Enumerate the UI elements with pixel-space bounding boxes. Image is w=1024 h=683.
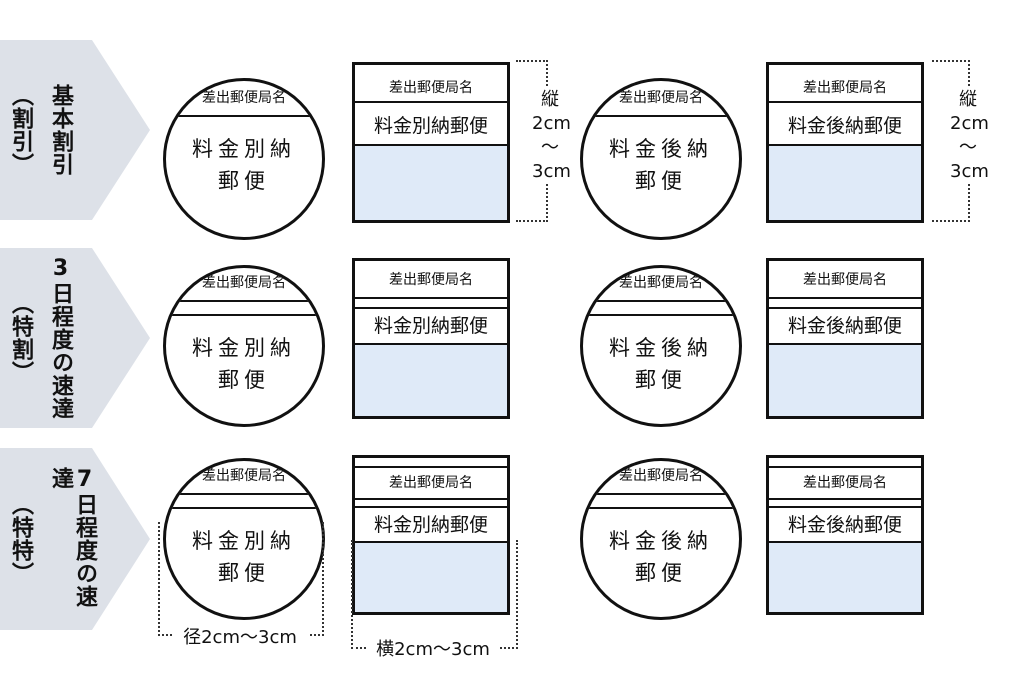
- divider-line: [769, 297, 921, 299]
- divider-line: [769, 343, 921, 345]
- stamp-text-line1: 料金別納: [192, 529, 296, 553]
- office-name: 差出郵便局名: [803, 475, 887, 491]
- width-label: 横2cm〜3cm: [366, 638, 500, 662]
- height-dimension-label-2: 縦 2cm ～ 3cm: [950, 88, 989, 184]
- row-subtitle: （特特）: [8, 493, 33, 585]
- divider-line: [355, 506, 507, 508]
- row-title: 基本割引: [48, 84, 73, 176]
- ato-rect-stamp: 差出郵便局名料金後納郵便: [766, 62, 924, 223]
- stamp-text: 料金別納郵便: [373, 514, 488, 536]
- fill-area: [769, 541, 921, 612]
- fill-area: [769, 144, 921, 220]
- divider-line: [355, 498, 507, 500]
- dim-text: ～: [959, 137, 977, 158]
- row-subtitle: （特割）: [8, 292, 33, 384]
- divider-line: [769, 101, 921, 103]
- dim-text: 2cm: [950, 113, 989, 134]
- betsu-rect-stamp: 差出郵便局名料金別納郵便: [352, 258, 510, 419]
- divider-line: [769, 307, 921, 309]
- fill-area: [355, 343, 507, 416]
- stamp-text-line2: 郵便: [218, 561, 270, 585]
- divider-line: [769, 506, 921, 508]
- office-name: 差出郵便局名: [619, 90, 703, 106]
- stamp-text: 料金別納郵便: [373, 315, 488, 337]
- width-dimension-line: [351, 540, 518, 649]
- divider-line: [355, 297, 507, 299]
- divider-line: [355, 541, 507, 543]
- betsu-rect-stamp: 差出郵便局名料金別納郵便: [352, 62, 510, 223]
- divider-line: [166, 314, 322, 316]
- office-name: 差出郵便局名: [803, 272, 887, 288]
- row-title: 7日程度の速達: [48, 467, 97, 608]
- stamp-text: 料金後納郵便: [787, 514, 902, 536]
- diameter-dimension-line: [158, 522, 324, 636]
- office-name: 差出郵便局名: [389, 80, 473, 96]
- stamp-text-line1: 料金後納: [609, 336, 713, 360]
- stamp-text-line1: 料金後納: [609, 137, 713, 161]
- office-name: 差出郵便局名: [619, 275, 703, 291]
- stamp-text: 料金後納郵便: [787, 115, 902, 137]
- stamp-text-line2: 郵便: [218, 368, 270, 392]
- stamp-text-line2: 郵便: [635, 169, 687, 193]
- stamp-text: 料金後納郵便: [787, 315, 902, 337]
- divider-line: [769, 541, 921, 543]
- ato-circle-stamp: 差出郵便局名料金後納郵便: [580, 265, 742, 427]
- ato-rect-stamp: 差出郵便局名料金後納郵便: [766, 455, 924, 615]
- row-title: 3日程度の速達: [48, 256, 73, 420]
- dim-text: ～: [541, 137, 559, 158]
- stamp-text-line1: 料金別納: [192, 336, 296, 360]
- office-name: 差出郵便局名: [202, 275, 286, 291]
- office-name: 差出郵便局名: [803, 80, 887, 96]
- divider-line: [769, 466, 921, 468]
- dim-text: 2cm: [532, 113, 571, 134]
- ato-rect-stamp: 差出郵便局名料金後納郵便: [766, 258, 924, 419]
- divider-line: [583, 314, 739, 316]
- office-name: 差出郵便局名: [202, 468, 286, 484]
- divider-line: [166, 493, 322, 495]
- betsu-rect-stamp: 差出郵便局名料金別納郵便: [352, 455, 510, 615]
- office-name: 差出郵便局名: [389, 272, 473, 288]
- dim-text: 3cm: [532, 161, 571, 182]
- office-name: 差出郵便局名: [389, 475, 473, 491]
- diameter-label: 径2cm〜3cm: [172, 626, 308, 650]
- divider-line: [355, 466, 507, 468]
- office-name: 差出郵便局名: [619, 468, 703, 484]
- stamp-text-line1: 料金別納: [192, 137, 296, 161]
- row-subtitle: （割引）: [8, 84, 33, 176]
- divider-line: [583, 115, 739, 117]
- stamp-text: 料金別納郵便: [373, 115, 488, 137]
- divider-line: [166, 507, 322, 509]
- divider-line: [769, 498, 921, 500]
- divider-line: [355, 343, 507, 345]
- betsu-circle-stamp: 差出郵便局名料金別納郵便: [163, 78, 325, 240]
- divider-line: [583, 300, 739, 302]
- fill-area: [355, 144, 507, 220]
- stamp-text-line1: 料金後納: [609, 529, 713, 553]
- betsu-circle-stamp: 差出郵便局名料金別納郵便: [163, 458, 325, 620]
- dim-text: 3cm: [950, 161, 989, 182]
- stamp-text-line2: 郵便: [635, 368, 687, 392]
- divider-line: [355, 101, 507, 103]
- height-dimension-label-1: 縦 2cm ～ 3cm: [532, 88, 571, 184]
- divider-line: [166, 115, 322, 117]
- divider-line: [355, 144, 507, 146]
- ato-circle-stamp: 差出郵便局名料金後納郵便: [580, 78, 742, 240]
- divider-line: [583, 507, 739, 509]
- divider-line: [166, 300, 322, 302]
- stamp-text-line2: 郵便: [635, 561, 687, 585]
- divider-line: [583, 493, 739, 495]
- divider-line: [769, 144, 921, 146]
- office-name: 差出郵便局名: [202, 90, 286, 106]
- ato-circle-stamp: 差出郵便局名料金後納郵便: [580, 458, 742, 620]
- dim-text: 縦: [541, 89, 559, 110]
- divider-line: [355, 307, 507, 309]
- betsu-circle-stamp: 差出郵便局名料金別納郵便: [163, 265, 325, 427]
- dim-text: 縦: [959, 89, 977, 110]
- fill-area: [769, 343, 921, 416]
- stamp-text-line2: 郵便: [218, 169, 270, 193]
- fill-area: [355, 541, 507, 612]
